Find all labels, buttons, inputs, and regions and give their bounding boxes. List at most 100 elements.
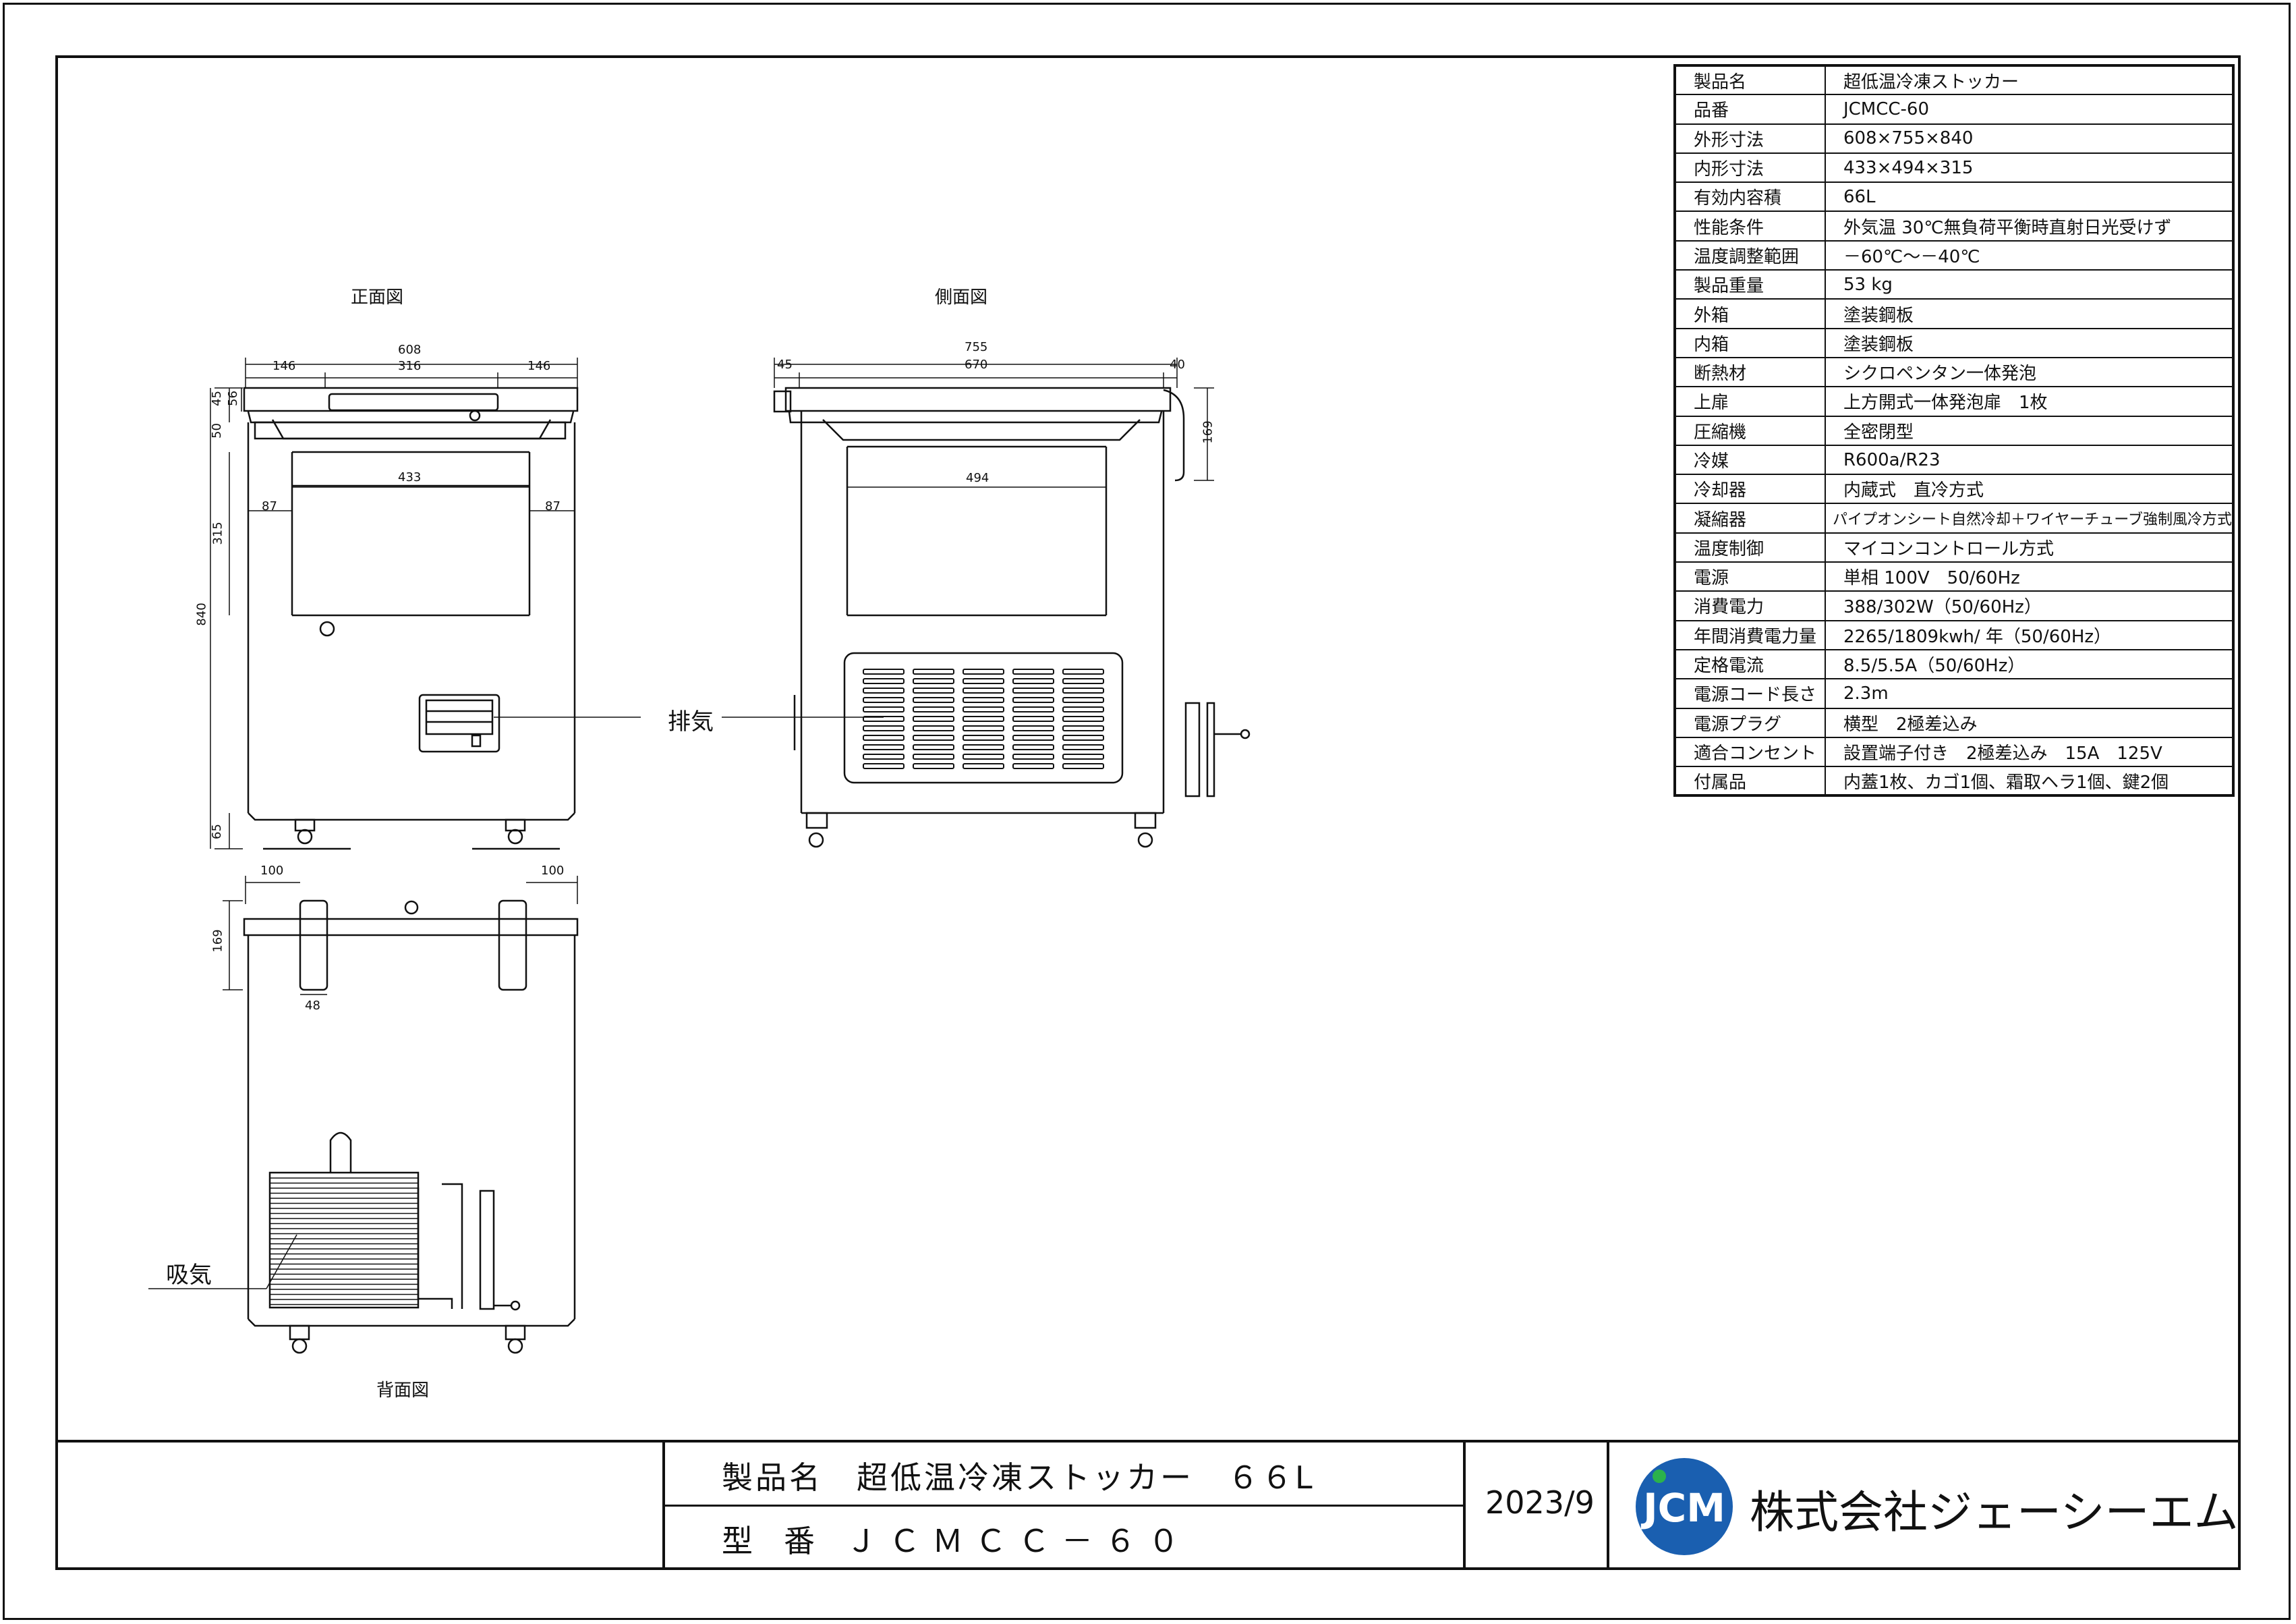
dim-side-center: 670 bbox=[965, 358, 988, 372]
dim-front-lid: 50 bbox=[209, 423, 224, 439]
spec-key: 内形寸法 bbox=[1674, 152, 1826, 184]
spec-key: 冷媒 bbox=[1674, 444, 1826, 476]
dim-side-inner-depth: 494 bbox=[966, 471, 989, 485]
spec-value: 設置端子付き 2極差込み 15A 125V bbox=[1824, 736, 2235, 768]
spec-value: シクロペンタン一体発泡 bbox=[1824, 356, 2235, 388]
dim-back-hinge-height: 169 bbox=[210, 929, 225, 953]
spec-value: R600a/R23 bbox=[1824, 444, 2235, 476]
spec-value: 全密閉型 bbox=[1824, 415, 2235, 446]
spec-value: 超低温冷凍ストッカー bbox=[1824, 64, 2235, 96]
spec-key: 性能条件 bbox=[1674, 211, 1826, 242]
spec-row: 性能条件外気温 30℃無負荷平衡時直射日光受けず bbox=[1674, 211, 2235, 242]
dim-back-hinge-width: 48 bbox=[305, 999, 320, 1013]
spec-key: 年間消費電力量 bbox=[1674, 619, 1826, 650]
spec-value: 上方開式一体発泡扉 1枚 bbox=[1824, 386, 2235, 417]
dim-front-inner-width: 433 bbox=[398, 470, 422, 484]
spec-row: 製品名超低温冷凍ストッカー bbox=[1674, 64, 2235, 96]
spec-row: 電源単相 100V 50/60Hz bbox=[1674, 561, 2235, 592]
spec-key: 品番 bbox=[1674, 94, 1826, 125]
spec-value: JCMCC-60 bbox=[1824, 94, 2235, 125]
jcm-logo: JCM bbox=[1636, 1458, 1733, 1555]
dim-side-depth: 755 bbox=[965, 340, 988, 354]
back-condenser bbox=[270, 1177, 418, 1306]
spec-value: 横型 2極差込み bbox=[1824, 707, 2235, 738]
spec-row: 温度調整範囲－60℃～－40℃ bbox=[1674, 240, 2235, 271]
spec-row: 上扉上方開式一体発泡扉 1枚 bbox=[1674, 386, 2235, 417]
spec-key: 付属品 bbox=[1674, 766, 1826, 797]
spec-row: 外箱塗装鋼板 bbox=[1674, 298, 2235, 329]
spec-key: 消費電力 bbox=[1674, 590, 1826, 621]
spec-row: 内箱塗装鋼板 bbox=[1674, 327, 2235, 358]
back-view bbox=[243, 899, 579, 1354]
spec-value: 8.5/5.5A（50/60Hz） bbox=[1824, 648, 2235, 680]
spec-row: 凝縮器パイプオンシート自然冷却＋ワイヤーチューブ強制風冷方式 bbox=[1674, 503, 2235, 534]
dim-front-center: 316 bbox=[398, 359, 422, 373]
spec-key: 温度制御 bbox=[1674, 532, 1826, 563]
spec-key: 電源プラグ bbox=[1674, 707, 1826, 738]
side-vents bbox=[863, 669, 1104, 769]
drawing-frame bbox=[55, 55, 2241, 1570]
spec-value: 2.3m bbox=[1824, 678, 2235, 709]
spec-value: 塗装鋼板 bbox=[1824, 327, 2235, 358]
model-label: 型 番 bbox=[722, 1523, 815, 1559]
front-view-label: 正面図 bbox=[351, 287, 404, 308]
dim-front-left: 146 bbox=[272, 359, 296, 373]
dim-side-hinge: 169 bbox=[1201, 420, 1215, 444]
spec-row: 適合コンセント設置端子付き 2極差込み 15A 125V bbox=[1674, 736, 2235, 768]
product-row: 製品名 超低温冷凍ストッカー ６６L bbox=[722, 1453, 1315, 1498]
dim-back-left: 100 bbox=[260, 864, 284, 878]
spec-key: 製品名 bbox=[1674, 64, 1826, 96]
spec-value: 66L bbox=[1824, 181, 2235, 213]
dim-back-right: 100 bbox=[541, 864, 565, 878]
back-view-label: 背面図 bbox=[376, 1380, 430, 1401]
spec-value: 内蓋1枚、カゴ1個、霜取ヘラ1個、鍵2個 bbox=[1824, 766, 2235, 797]
dim-side-left: 45 bbox=[777, 358, 793, 372]
spec-key: 適合コンセント bbox=[1674, 736, 1826, 768]
dim-front-base: 65 bbox=[209, 824, 224, 839]
spec-key: 内箱 bbox=[1674, 327, 1826, 358]
spec-key: 冷却器 bbox=[1674, 474, 1826, 505]
spec-row: 電源プラグ横型 2極差込み bbox=[1674, 707, 2235, 738]
spec-value: マイコンコントロール方式 bbox=[1824, 532, 2235, 563]
spec-row: 断熱材シクロペンタン一体発泡 bbox=[1674, 356, 2235, 388]
dim-front-inner-right: 87 bbox=[545, 499, 561, 513]
spec-key: 電源コード長さ bbox=[1674, 678, 1826, 709]
spec-value: 単相 100V 50/60Hz bbox=[1824, 561, 2235, 592]
spec-key: 圧縮機 bbox=[1674, 415, 1826, 446]
spec-row: 温度制御マイコンコントロール方式 bbox=[1674, 532, 2235, 563]
spec-key: 外箱 bbox=[1674, 298, 1826, 329]
dim-front-height: 840 bbox=[194, 603, 209, 626]
product-label: 製品名 bbox=[722, 1459, 823, 1496]
dim-side-right: 40 bbox=[1170, 358, 1185, 372]
spec-value: 608×755×840 bbox=[1824, 123, 2235, 154]
drawing-date: 2023/9 bbox=[1485, 1484, 1595, 1521]
side-view bbox=[773, 387, 1251, 848]
spec-row: 圧縮機全密閉型 bbox=[1674, 415, 2235, 446]
front-view bbox=[243, 387, 579, 850]
spec-key: 温度調整範囲 bbox=[1674, 240, 1826, 271]
spec-value: 433×494×315 bbox=[1824, 152, 2235, 184]
spec-key: 製品重量 bbox=[1674, 269, 1826, 300]
dim-front-inner-height: 315 bbox=[210, 522, 225, 545]
spec-value: パイプオンシート自然冷却＋ワイヤーチューブ強制風冷方式 bbox=[1824, 503, 2235, 534]
spec-key: 上扉 bbox=[1674, 386, 1826, 417]
side-view-label: 側面図 bbox=[935, 287, 988, 308]
model-row: 型 番 ＪＣＭＣＣ－６０ bbox=[722, 1517, 1191, 1561]
dim-front-right: 146 bbox=[527, 359, 551, 373]
title-block: 製品名 超低温冷凍ストッカー ６６L 型 番 ＪＣＭＣＣ－６０ 2023/9 J… bbox=[55, 1440, 2241, 1570]
spec-key: 有効内容積 bbox=[1674, 181, 1826, 213]
svg-text:JCM: JCM bbox=[1640, 1485, 1725, 1531]
spec-value: 塗装鋼板 bbox=[1824, 298, 2235, 329]
spec-key: 定格電流 bbox=[1674, 648, 1826, 680]
spec-key: 電源 bbox=[1674, 561, 1826, 592]
spec-value: 外気温 30℃無負荷平衡時直射日光受けず bbox=[1824, 211, 2235, 242]
